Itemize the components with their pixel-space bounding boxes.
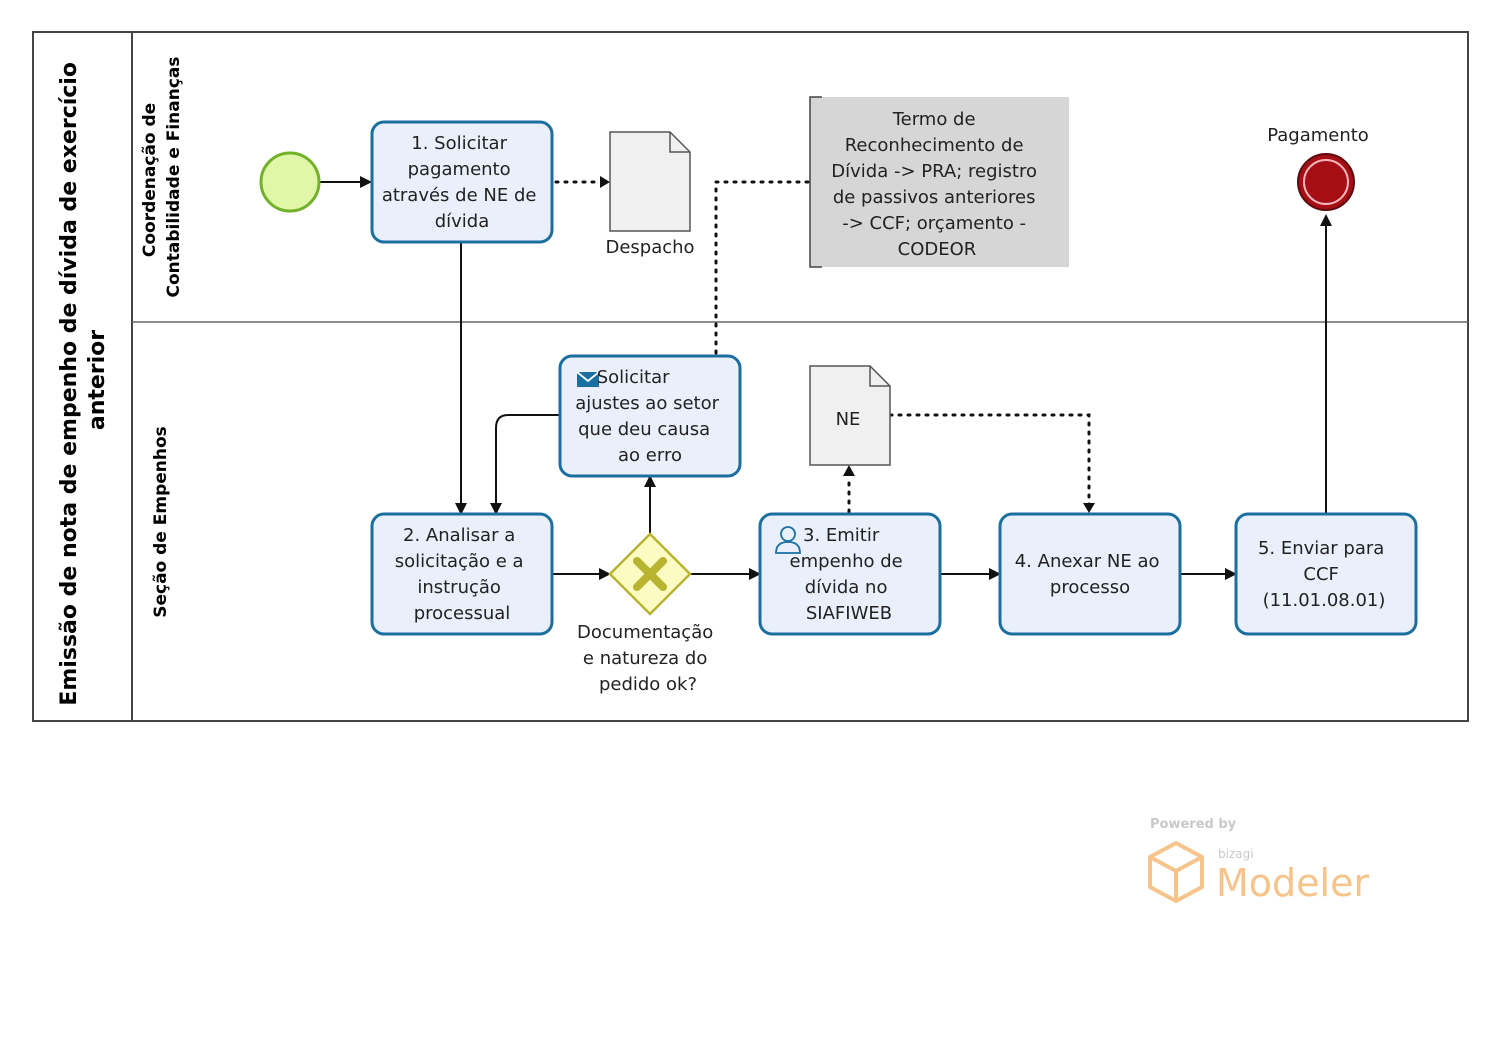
svg-text:4. Anexar NE ao processo: 4. Anexar NE ao processo — [1015, 551, 1166, 598]
assoc-ne-t4 — [888, 413, 1091, 507]
data-object-despacho[interactable] — [609, 131, 691, 232]
assoc-annotation-adj — [714, 180, 810, 355]
task-line: instrução — [417, 577, 501, 598]
svg-text:1. Solicitar pagamento: 1. Solicitar pagamento através de NE de … — [382, 133, 542, 232]
annotation-line: de passivos anteriores — [833, 187, 1036, 208]
task-line: dívida — [435, 211, 490, 232]
watermark-powered: Powered by — [1150, 817, 1237, 832]
task-line: que deu causa — [578, 419, 710, 440]
task-line: ao erro — [618, 445, 682, 466]
assoc-arrowhead-despacho — [600, 176, 610, 188]
end-event-label: Pagamento — [1267, 125, 1369, 146]
exclusive-gateway[interactable] — [608, 532, 692, 616]
annotation-line: Termo de — [892, 109, 976, 130]
watermark-modeler: Modeler — [1216, 861, 1369, 905]
task-line: pagamento — [408, 159, 511, 180]
assoc-arrowhead-t4 — [1083, 503, 1095, 513]
task-line: solicitação e a — [395, 551, 524, 572]
svg-text:Termo de Reconhecimento: Termo de Reconhecimento de Dívida -> PRA… — [831, 109, 1042, 260]
flow-adj-to-t2 — [490, 414, 559, 515]
watermark: Powered by bizagi Modeler — [1148, 817, 1369, 905]
task-line: (11.01.08.01) — [1263, 590, 1386, 611]
task-line: 3. Emitir — [803, 525, 880, 546]
user-icon — [775, 526, 801, 554]
gateway-label: Documentação e natureza do pedido ok? — [577, 622, 719, 695]
task-emitir-empenho[interactable]: 3. Emitir empenho de dívida no SIAFIWEB — [758, 512, 942, 636]
annotation-line: CODEOR — [898, 239, 977, 260]
sequence-flows — [320, 176, 1332, 580]
task-line: 4. Anexar NE ao — [1015, 551, 1160, 572]
task-line: processual — [414, 603, 511, 624]
task-enviar-ccf[interactable]: 5. Enviar para CCF (11.01.08.01) — [1234, 512, 1418, 636]
pool-title: Emissão de nota de empenho de dívida de … — [57, 54, 110, 705]
annotation-line: Reconhecimento de — [845, 135, 1024, 156]
task-line: através de NE de — [382, 185, 537, 206]
task-line: dívida no — [805, 577, 888, 598]
data-object-despacho-label: Despacho — [605, 237, 694, 258]
lane-title-contabilidade: Coordenação de Contabilidade e Finanças — [140, 57, 184, 298]
data-object-ne-label: NE — [836, 409, 861, 430]
start-event[interactable] — [259, 151, 321, 213]
task-line: 5. Enviar para — [1258, 538, 1384, 559]
task-line: CCF — [1303, 564, 1339, 585]
svg-text:Solicitar ajustes ao set: Solicitar ajustes ao setor que deu causa… — [575, 367, 724, 466]
bizagi-logo-icon — [1148, 841, 1204, 903]
task-line: 1. Solicitar — [411, 133, 507, 154]
svg-text:5. Enviar para CCF: 5. Enviar para CCF (11.01.08.01) — [1258, 538, 1390, 611]
task-line: processo — [1050, 577, 1130, 598]
svg-text:2. Analisar a solicitaçã: 2. Analisar a solicitação e a instrução … — [395, 525, 530, 624]
data-object-ne[interactable]: NE — [809, 365, 891, 466]
watermark-bizagi: bizagi — [1218, 847, 1254, 861]
task-analisar-solicitacao[interactable]: 2. Analisar a solicitação e a instrução … — [370, 512, 554, 636]
end-event[interactable] — [1297, 153, 1355, 211]
annotation-line: Dívida -> PRA; registro — [831, 161, 1037, 182]
task-solicitar-pagamento[interactable]: 1. Solicitar pagamento através de NE de … — [370, 120, 554, 244]
task-line: 2. Analisar a — [403, 525, 515, 546]
task-line: Solicitar — [597, 367, 670, 388]
text-annotation[interactable]: Termo de Reconhecimento de Dívida -> PRA… — [809, 96, 1069, 268]
task-line: SIAFIWEB — [806, 603, 892, 624]
lane-title-empenhos: Seção de Empenhos — [151, 426, 171, 618]
task-line: empenho de — [790, 551, 903, 572]
annotation-line: -> CCF; orçamento - — [842, 213, 1026, 234]
assoc-arrowhead-ne — [843, 465, 855, 476]
envelope-icon — [576, 371, 600, 387]
task-line: ajustes ao setor — [575, 393, 719, 414]
associations — [554, 180, 1091, 514]
task-anexar-ne[interactable]: 4. Anexar NE ao processo — [998, 512, 1182, 636]
svg-text:3. Emitir empenho de: 3. Emitir empenho de dívida no SIAFIWEB — [790, 525, 909, 624]
x-marker-icon — [633, 557, 667, 591]
task-solicitar-ajustes[interactable]: Solicitar ajustes ao setor que deu causa… — [558, 354, 742, 478]
pool: Emissão de nota de empenho de dívida de … — [32, 31, 1469, 722]
